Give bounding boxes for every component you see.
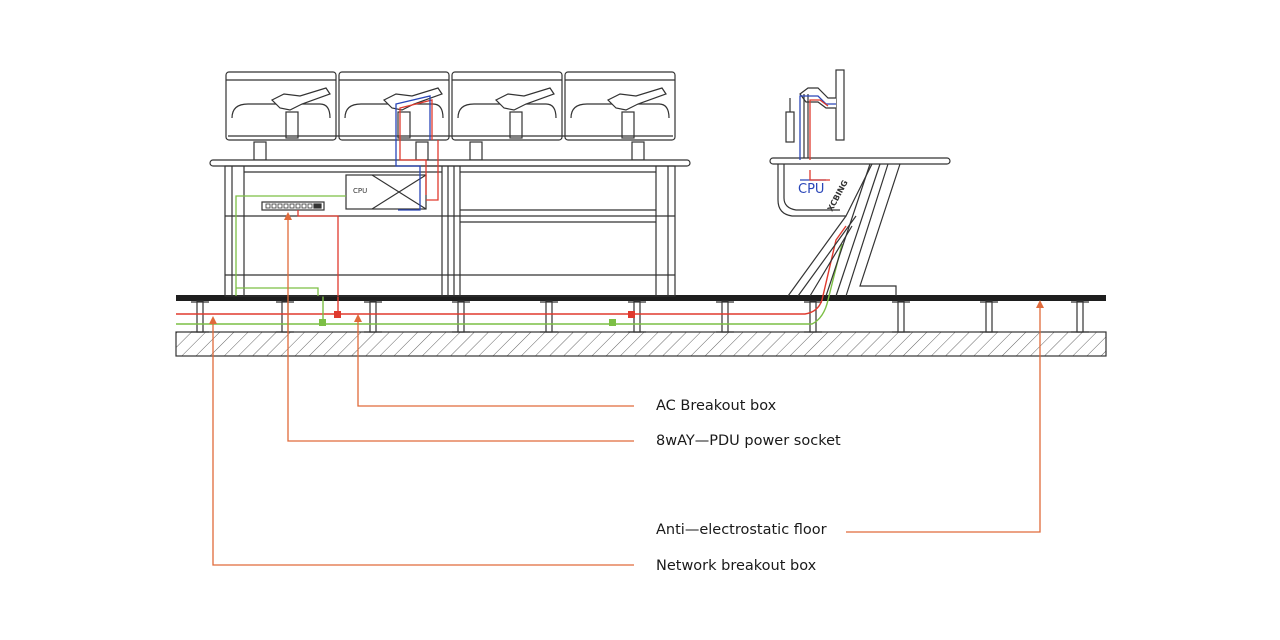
right-desktop	[769, 157, 951, 165]
left-desktop	[209, 159, 691, 167]
monitor-arm-icon	[270, 87, 667, 139]
anti-static-floor	[175, 295, 1107, 357]
floor-pedestals	[191, 300, 1089, 333]
right-monitor-power	[809, 99, 830, 181]
callout-leaders	[212, 218, 1041, 566]
network-breakout-box-marker	[319, 319, 326, 326]
monitor-icon	[835, 69, 845, 141]
raised-floor-surface	[176, 295, 1106, 301]
underfloor-ground-cable	[176, 243, 843, 325]
left-monitor-power	[399, 99, 433, 195]
right-console	[769, 69, 951, 297]
label-pdu-power-socket: 8wAY—PDU power socket	[656, 433, 841, 449]
cpu-label-right: CPU	[798, 182, 824, 197]
right-console-cables	[799, 95, 836, 181]
power-strip-icon	[261, 201, 325, 211]
cpu-label-left: CPU	[353, 187, 367, 195]
leader-pdu-power-socket	[287, 218, 634, 442]
left-ground-cable	[235, 195, 346, 296]
label-network-breakout-box: Network breakout box	[656, 558, 817, 574]
ac-breakout-box-marker	[334, 311, 341, 318]
leader-ac-breakout-box	[357, 320, 634, 407]
cpu-box-icon: CPU	[798, 182, 824, 197]
leader-anti-static-floor	[846, 306, 1041, 533]
floor-slab	[175, 331, 1107, 357]
left-monitor-data	[395, 95, 431, 211]
cpu-box-icon	[345, 174, 427, 210]
label-ac-breakout-box: AC Breakout box	[656, 398, 777, 414]
left-console-cables	[235, 95, 439, 296]
brand-mark: XCBING	[826, 179, 850, 213]
left-power-cable	[297, 140, 439, 296]
callout-arrowheads	[209, 212, 1044, 324]
underfloor-power-cable	[176, 225, 847, 315]
network-breakout-box-marker-2	[609, 319, 616, 326]
label-anti-static-floor: Anti—electrostatic floor	[656, 522, 827, 538]
leader-network-breakout-box	[212, 322, 634, 566]
ac-breakout-box-marker-2	[628, 311, 635, 318]
monitor-arm-icon	[799, 87, 836, 109]
left-console	[209, 71, 691, 297]
